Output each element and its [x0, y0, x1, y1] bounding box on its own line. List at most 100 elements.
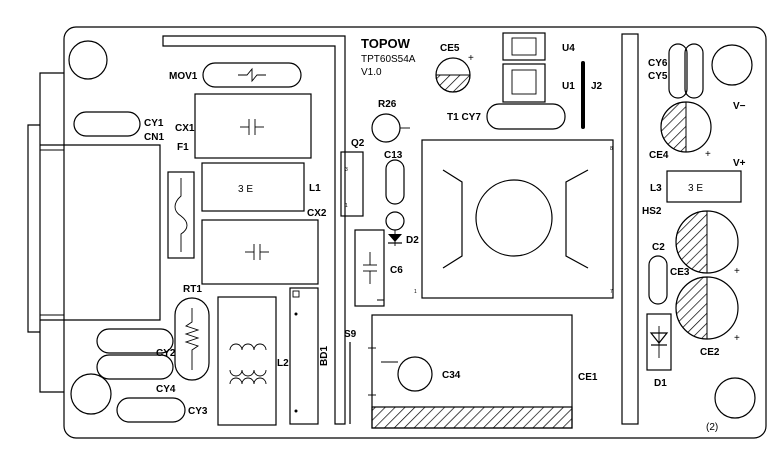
mounting-hole-top-right [711, 44, 753, 86]
heatsink-outline [621, 33, 639, 425]
l1-symbol: 3 E [238, 184, 253, 195]
label-l3: L3 [650, 183, 662, 194]
l2-symbol [229, 343, 267, 385]
ce4-hatch [660, 101, 687, 153]
capacitor-cy3 [116, 397, 186, 423]
capacitor-c6 [354, 229, 385, 307]
bridge-bd1 [289, 287, 319, 425]
q2-pin-3: 3 [345, 167, 348, 173]
ce4-polarity: + [705, 149, 711, 160]
label-rt1: RT1 [183, 284, 202, 295]
rt1-symbol [184, 308, 200, 370]
label-mov1: MOV1 [169, 71, 198, 82]
q2-pin-1: 1 [345, 203, 348, 209]
label-cy6: CY6 [648, 58, 668, 69]
ic-u1 [502, 63, 546, 103]
label-s9: S9 [344, 329, 357, 340]
label-l1: L1 [309, 183, 321, 194]
ic-u1-inner [511, 69, 537, 95]
capacitor-cx1 [194, 93, 312, 159]
label-u1: U1 [562, 81, 575, 92]
connector-cn1 [27, 72, 161, 393]
board-version: V1.0 [361, 67, 382, 78]
ce3-hatch [675, 210, 708, 274]
capacitor-cy5 [684, 43, 704, 99]
label-c6: C6 [390, 265, 403, 276]
thermistor-rt1 [174, 297, 210, 381]
fuse-symbol [174, 178, 188, 252]
brand-name: TOPOW [361, 36, 411, 51]
label-r26: R26 [378, 99, 397, 110]
label-v-plus: V+ [733, 158, 746, 169]
label-bd1: BD1 [319, 346, 330, 366]
isolation-slot-primary [162, 35, 346, 425]
label-cy1: CY1 [144, 118, 164, 129]
label-q2: Q2 [351, 138, 365, 149]
resistor-r26 [371, 113, 401, 143]
label-u4: U4 [562, 43, 575, 54]
fuse-f1 [167, 171, 195, 259]
ce2-polarity: + [734, 333, 740, 344]
l3-symbol: 3 E [688, 183, 703, 194]
label-j2: J2 [591, 81, 603, 92]
bd1-pin-marker [292, 290, 300, 298]
label-d2: D2 [406, 235, 419, 246]
inductor-l2 [217, 296, 277, 426]
label-c2: C2 [652, 242, 665, 253]
label-cy5: CY5 [648, 71, 668, 82]
inductor-l1 [201, 162, 305, 212]
bd1-pin-dot [294, 312, 298, 316]
diode-d2-pad [385, 211, 405, 231]
mounting-hole-bottom-right [714, 377, 756, 419]
ce3-polarity: + [734, 266, 740, 277]
capacitor-c2 [648, 255, 668, 305]
varistor-mov1 [202, 62, 302, 88]
label-v-minus: V− [733, 101, 746, 112]
t1-pin-8: 8 [610, 146, 613, 152]
label-c13: C13 [384, 150, 403, 161]
label-t1-cy7: T1 CY7 [447, 112, 481, 123]
capacitor-cy1 [73, 111, 141, 137]
label-ce2: CE2 [700, 347, 720, 358]
d1-symbol [649, 326, 669, 358]
capacitor-c34 [397, 356, 433, 392]
cx1-symbol [240, 119, 264, 135]
label-d1: D1 [654, 378, 667, 389]
inductor-l3 [666, 170, 742, 203]
label-ce4: CE4 [649, 150, 669, 161]
diode-d1 [646, 313, 672, 371]
label-cn1: CN1 [144, 132, 164, 143]
label-cx2: CX2 [307, 208, 327, 219]
ce5-polarity: + [468, 53, 474, 64]
label-hs2: HS2 [642, 206, 662, 217]
ic-u4 [502, 32, 546, 61]
transistor-q2 [340, 151, 364, 217]
capacitor-cy2 [96, 328, 174, 354]
label-c34: C34 [442, 370, 461, 381]
c6-symbol [363, 252, 377, 284]
capacitor-cy4 [96, 354, 174, 380]
bd1-pin-dot-2 [294, 409, 298, 413]
mounting-hole-bottom-left [70, 373, 112, 415]
label-cx1: CX1 [175, 123, 195, 134]
label-cy4: CY4 [156, 384, 176, 395]
model-number: TPT60S54A [361, 54, 416, 65]
cx2-symbol [245, 244, 269, 260]
capacitor-cx2 [201, 219, 319, 285]
label-ce5: CE5 [440, 43, 460, 54]
label-ce3: CE3 [670, 267, 690, 278]
label-ce1: CE1 [578, 372, 598, 383]
label-cy3: CY3 [188, 406, 208, 417]
mov1-symbol [238, 67, 266, 83]
t1-pin-1: 1 [414, 289, 417, 295]
ic-u4-inner [511, 37, 537, 56]
t1-pin-7: 7 [610, 289, 613, 295]
ce5-hatch [435, 74, 471, 93]
label-cy2: CY2 [156, 348, 176, 359]
board-revision: (2) [706, 422, 718, 433]
diode-d2-symbol [388, 234, 402, 242]
capacitor-cy7 [486, 103, 566, 130]
capacitor-c13 [385, 159, 405, 205]
ce1-hatch [371, 406, 573, 429]
